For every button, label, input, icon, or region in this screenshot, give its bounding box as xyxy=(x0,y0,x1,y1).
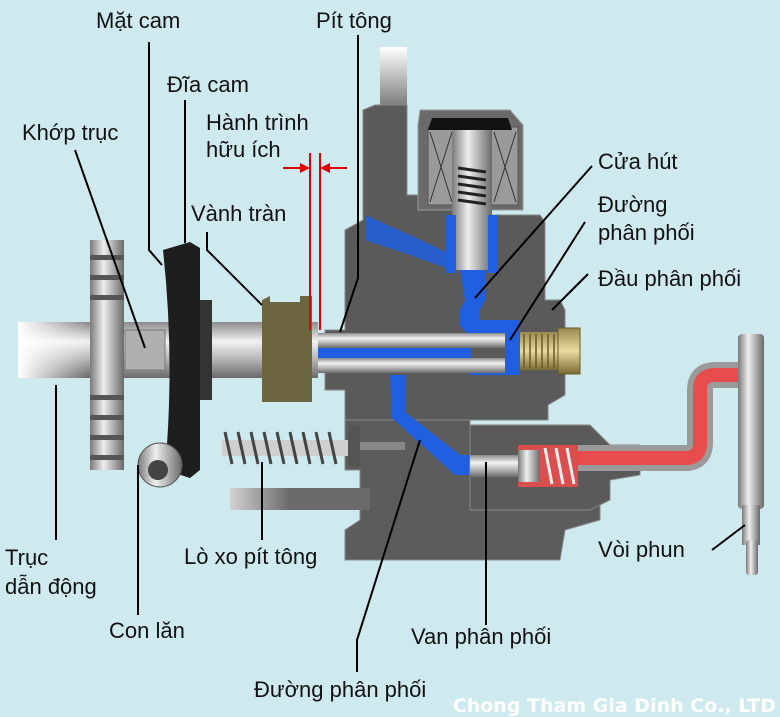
high-pressure-line xyxy=(578,362,745,471)
label-truc-line2: dẫn động xyxy=(5,574,97,599)
leader-cua-hut xyxy=(474,165,593,299)
shaft-coupling xyxy=(124,329,166,371)
label-van-phan-phoi: Van phân phối xyxy=(411,624,552,649)
leader-khop-truc xyxy=(74,149,146,349)
label-khop-truc: Khớp trục xyxy=(22,120,119,145)
distributor-head-plug xyxy=(520,327,581,375)
label-duong-phan-phoi-bottom: Đường phân phối xyxy=(254,677,427,702)
label-dau-phan-phoi: Đầu phân phối xyxy=(598,266,742,291)
label-pit-tong: Pít tông xyxy=(316,8,392,33)
injection-nozzle xyxy=(738,334,764,575)
label-dia-cam: Đĩa cam xyxy=(167,72,249,97)
drive-gear xyxy=(90,240,124,470)
watermark: Chong Tham Gia Dinh Co., LTD xyxy=(452,695,776,717)
leader-voi-phun xyxy=(711,524,746,551)
leader-dau-pp xyxy=(551,273,589,311)
roller xyxy=(137,442,183,488)
label-cua-hut: Cửa hút xyxy=(598,149,678,174)
fuel-cutoff-solenoid xyxy=(417,109,524,270)
label-hanh-trinh-line2: hữu ích xyxy=(206,137,281,162)
plunger-spring xyxy=(222,425,405,467)
label-lo-xo-pit-tong: Lò xo pít tông xyxy=(184,544,318,569)
label-truc-line1: Trục xyxy=(5,545,49,570)
label-hanh-trinh-line1: Hành trình xyxy=(206,110,309,135)
leader-mat-cam xyxy=(148,42,163,266)
useful-stroke-marker xyxy=(283,153,347,330)
label-duong-pp-line1: Đường xyxy=(598,192,668,217)
label-duong-pp-line2: phân phối xyxy=(598,220,695,245)
label-vanh-tran: Vành tràn xyxy=(191,201,287,226)
label-mat-cam: Mặt cam xyxy=(96,8,181,33)
leader-vanh-tran xyxy=(206,232,263,306)
label-voi-phun: Vòi phun xyxy=(598,537,685,562)
spill-ring xyxy=(262,296,312,402)
leader-duong-pp-bottom xyxy=(356,439,421,672)
plunger xyxy=(312,333,505,373)
label-con-lan: Con lăn xyxy=(109,618,185,643)
leader-pit-tong xyxy=(339,35,359,333)
cam-disc xyxy=(163,242,212,478)
leader-lines xyxy=(55,35,746,672)
leader-duong-pp xyxy=(509,221,586,341)
